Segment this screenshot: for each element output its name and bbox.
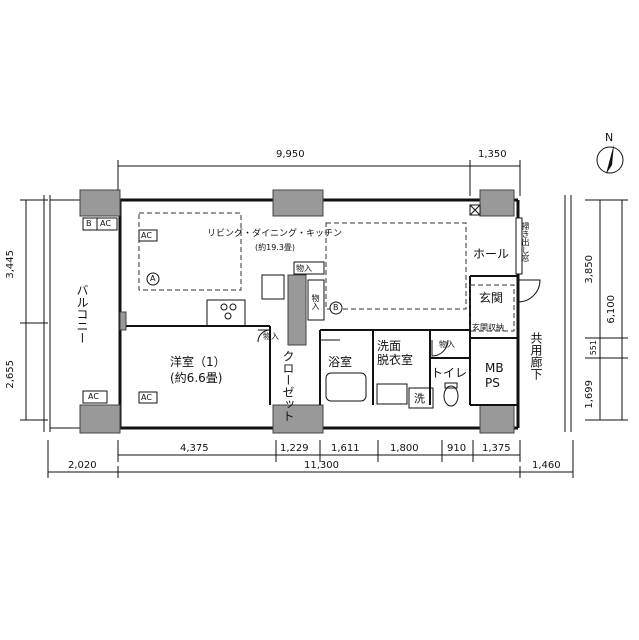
compass bbox=[596, 144, 624, 174]
ac-box bbox=[138, 229, 158, 242]
room-mb: MB bbox=[485, 361, 504, 375]
dim-right-inner-2: 551 bbox=[589, 340, 598, 356]
ac-box bbox=[138, 391, 158, 404]
dim-right-inner-1: 6,100 bbox=[606, 295, 617, 324]
washer-pan bbox=[408, 387, 434, 409]
kitchen-counter bbox=[206, 261, 325, 346]
dim-top-2: 1,350 bbox=[478, 149, 507, 160]
window-label: 掃き出し窓 bbox=[521, 222, 530, 262]
dim-left-1: 3,445 bbox=[5, 250, 16, 279]
marker-b-circle bbox=[329, 301, 343, 315]
room-washroom-1: 洗面 bbox=[377, 339, 402, 353]
storage-label-1: 物入 bbox=[296, 264, 312, 273]
room-entrance-storage: 玄関収納 bbox=[472, 323, 504, 332]
dim-right-outer-1: 3,850 bbox=[584, 255, 595, 284]
washer-label: 洗 bbox=[414, 392, 425, 405]
room-ps: PS bbox=[485, 376, 500, 390]
room-bath: 浴室 bbox=[328, 355, 353, 369]
room-hall: ホール bbox=[473, 247, 510, 261]
ac-label-2: AC bbox=[141, 231, 152, 240]
dim-bottom-4: 1,800 bbox=[390, 443, 419, 454]
storage-label-3: 物入 bbox=[263, 332, 279, 341]
dim-bottom2-3: 1,460 bbox=[532, 460, 561, 471]
dim-bottom-3: 1,611 bbox=[331, 443, 360, 454]
window-hall bbox=[515, 217, 523, 275]
toilet-tank bbox=[444, 382, 458, 389]
room-entrance: 玄関 bbox=[479, 291, 504, 305]
interior-walls bbox=[126, 275, 518, 406]
stove-burner bbox=[229, 303, 237, 311]
dim-bottom-2: 1,229 bbox=[280, 443, 309, 454]
ac-label-4: AC bbox=[141, 393, 152, 402]
room-washroom-2: 脱衣室 bbox=[377, 353, 414, 367]
dim-bottom2-2: 11,300 bbox=[304, 460, 339, 471]
ac-box bbox=[82, 390, 108, 404]
storage-label-4: 物入 bbox=[439, 340, 455, 349]
marker-a: A bbox=[150, 274, 156, 283]
dim-bottom2-1: 2,020 bbox=[68, 460, 97, 471]
b-box-label: B bbox=[86, 219, 92, 228]
dim-bottom-6: 1,375 bbox=[482, 443, 511, 454]
compass-north: N bbox=[605, 131, 614, 144]
marker-a-circle bbox=[146, 272, 160, 286]
ac-label-3: AC bbox=[88, 392, 99, 401]
doors bbox=[257, 279, 541, 357]
dim-bottom-5: 910 bbox=[447, 443, 467, 454]
room-corridor: 共用廊下 bbox=[529, 332, 543, 380]
room-balcony: バルコニー bbox=[75, 284, 89, 344]
room-toilet: トイレ bbox=[431, 366, 468, 380]
stove-burner bbox=[220, 303, 228, 311]
bath-fixtures bbox=[325, 372, 459, 409]
dim-top-1: 9,950 bbox=[276, 149, 305, 160]
ldk-zones bbox=[138, 212, 515, 332]
room-western-size: (約6.6畳) bbox=[170, 371, 223, 385]
room-closet: クローゼット bbox=[281, 350, 295, 422]
room-ldk: リビング・ダイニング・キッチン bbox=[207, 229, 343, 239]
toilet-bowl bbox=[443, 385, 459, 407]
dim-right-outer-2: 1,699 bbox=[584, 380, 595, 409]
ac-box bbox=[96, 217, 118, 231]
ac-label-1: AC bbox=[100, 219, 111, 228]
storage-label-2: 物入 bbox=[311, 294, 320, 310]
room-ldk-size: (約19.3畳) bbox=[255, 243, 296, 252]
structural-columns bbox=[79, 189, 515, 434]
marker-b: B bbox=[333, 303, 339, 312]
room-western: 洋室（1） bbox=[170, 355, 226, 369]
stove-burner bbox=[224, 312, 232, 320]
dim-left-2: 2,655 bbox=[5, 360, 16, 389]
dim-bottom-1: 4,375 bbox=[180, 443, 209, 454]
